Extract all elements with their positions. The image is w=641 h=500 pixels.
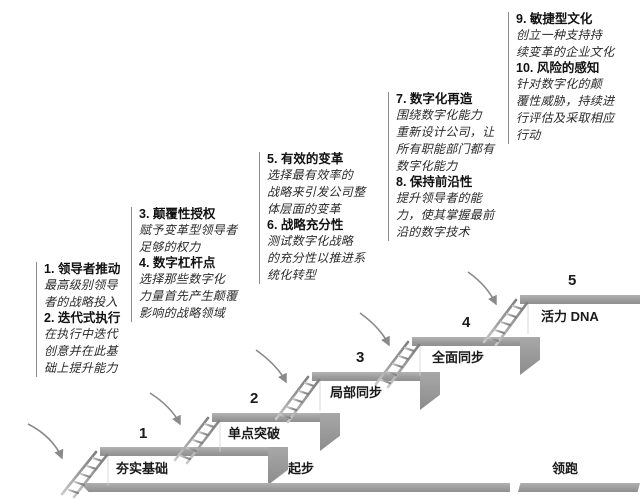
column-4-line-3: 重新设计公司，让	[396, 125, 495, 139]
step-3-tread	[312, 372, 432, 381]
column-2-line-5: 选择那些数字化	[139, 272, 226, 286]
base-label-left: 起步	[288, 461, 315, 476]
text-column-4: 7. 数字化再造 围绕数字化能力 重新设计公司，让 所有职能部门都有 数字化能力…	[388, 92, 504, 241]
column-2-line-4: 4. 数字杠杆点	[139, 256, 216, 270]
text-column-5: 9. 敏捷型文化 创立一种支持持 续变革的企业文化 10. 风险的感知 针对数字…	[508, 12, 634, 144]
text-column-2: 3. 颠覆性授权 赋予变革型领导者 足够的权力 4. 数字杠杆点 选择那些数字化…	[131, 207, 247, 322]
text-column-3: 5. 有效的变革 选择最有效率的 战略来引发公司整 体层面的变革 6. 战略充分…	[259, 152, 373, 284]
arrow-to-step-5	[467, 271, 497, 306]
step-1-number: 1	[139, 425, 148, 442]
step-2-number: 2	[250, 390, 259, 407]
base-bar-right	[518, 483, 640, 492]
column-4-line-4: 所有职能部门都有	[396, 142, 495, 156]
column-4-line-1: 7. 数字化再造	[396, 92, 473, 106]
step-2-label: 单点突破	[228, 426, 281, 441]
column-5-line-5: 针对数字化的颠	[516, 77, 603, 91]
column-5-line-4: 10. 风险的感知	[516, 61, 600, 75]
step-4-label: 全面同步	[432, 350, 485, 365]
column-1-line-5: 在执行中迭代	[44, 327, 118, 341]
step-4-tread	[412, 337, 532, 346]
column-1-line-4: 2. 迭代式执行	[44, 311, 121, 325]
column-1-line-2: 最高级别领导	[44, 278, 118, 292]
column-2-line-6: 力量首先产生颠覆	[139, 289, 238, 303]
step-1-tread	[100, 447, 280, 456]
base-bar-left	[80, 483, 510, 492]
column-4-line-6: 8. 保持前沿性	[396, 175, 473, 189]
arrow-to-step-4	[359, 312, 390, 347]
column-4-line-7: 提升领导者的能	[396, 191, 483, 205]
step-1-riser-shadow	[268, 447, 288, 485]
column-2-line-2: 赋予变革型领导者	[139, 223, 238, 237]
column-5-line-2: 创立一种支持持	[516, 28, 603, 42]
column-4-line-5: 数字化能力	[396, 159, 458, 173]
column-2-line-7: 影响的战略领域	[139, 306, 226, 320]
column-2-line-1: 3. 颠覆性授权	[139, 207, 216, 221]
column-3-line-1: 5. 有效的变革	[267, 152, 344, 166]
step-5-number: 5	[568, 272, 577, 289]
arrow-to-step-3	[255, 349, 287, 384]
column-5-line-7: 行评估及采取相应	[516, 111, 615, 125]
column-3-line-7: 的充分性以推进系	[267, 251, 366, 265]
step-5-label: 活力 DNA	[541, 309, 599, 324]
text-column-1: 1. 领导者推动 最高级别领导 者的战略投入 2. 迭代式执行 在执行中迭代 创…	[36, 262, 136, 377]
ladder-2	[173, 416, 221, 465]
column-4-line-8: 力，使其掌握最前	[396, 208, 495, 222]
column-4-line-2: 围绕数字化能力	[396, 108, 483, 122]
column-1-line-7: 础上提升能力	[44, 361, 118, 375]
column-3-line-3: 战略来引发公司整	[267, 185, 366, 199]
column-5-line-3: 续变革的企业文化	[516, 45, 615, 59]
step-5-tread	[520, 295, 640, 304]
step-4-number: 4	[462, 314, 471, 331]
step-3-number: 3	[356, 349, 365, 366]
column-3-line-6: 测试数字化战略	[267, 234, 354, 248]
column-3-line-8: 统化转型	[267, 268, 317, 282]
step-3-label: 局部同步	[330, 385, 383, 400]
arrow-to-step-2	[149, 392, 181, 426]
step-2-tread	[212, 413, 332, 422]
base-label-right: 领跑	[552, 461, 579, 476]
column-3-line-4: 体层面的变革	[267, 202, 341, 216]
column-4-line-9: 沿的数字技术	[396, 225, 470, 239]
column-3-line-2: 选择最有效率的	[267, 168, 354, 182]
step-4-riser-shadow	[520, 337, 540, 375]
step-1-label: 夯实基础	[116, 461, 169, 476]
step-3-riser-shadow	[420, 372, 440, 410]
column-2-line-3: 足够的权力	[139, 240, 201, 254]
column-1-line-6: 创意并在此基	[44, 344, 118, 358]
column-5-line-1: 9. 敏捷型文化	[516, 12, 593, 26]
column-1-line-3: 者的战略投入	[44, 295, 118, 309]
column-5-line-6: 覆性威胁，持续进	[516, 94, 615, 108]
column-5-line-8: 行动	[516, 128, 541, 142]
arrow-to-step-1	[27, 423, 64, 460]
column-3-line-5: 6. 战略充分性	[267, 218, 344, 232]
step-2-riser-shadow	[320, 413, 340, 451]
column-1-line-1: 1. 领导者推动	[44, 262, 121, 276]
